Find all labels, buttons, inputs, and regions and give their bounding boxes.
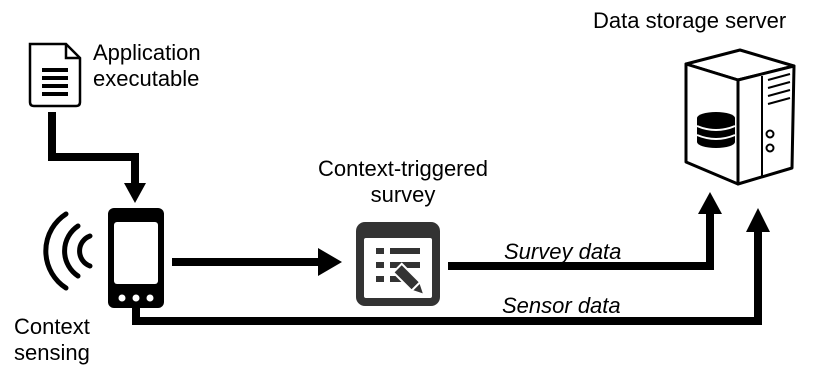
label-sensing-line2: sensing bbox=[14, 340, 90, 365]
label-application-executable: Application executable bbox=[93, 40, 201, 92]
label-survey-line1: Context-triggered bbox=[318, 156, 488, 181]
label-sensor-data: Sensor data bbox=[502, 293, 621, 318]
document-icon bbox=[28, 42, 82, 108]
label-survey-data: Survey data bbox=[504, 239, 622, 264]
arrow-survey-data bbox=[448, 192, 722, 270]
survey-form-icon bbox=[356, 222, 440, 306]
database-icon bbox=[696, 112, 736, 148]
label-context-sensing: Context sensing bbox=[14, 314, 90, 366]
label-survey-line2: survey bbox=[370, 182, 436, 207]
label-app-line2: executable bbox=[93, 66, 200, 91]
label-data-storage-server: Data storage server bbox=[593, 8, 787, 33]
arrow-app-to-phone bbox=[48, 112, 146, 203]
label-app-line1: Application bbox=[93, 40, 201, 65]
label-sensing-line1: Context bbox=[14, 314, 90, 339]
arrow-sensor-data bbox=[132, 208, 770, 325]
arrow-phone-to-survey bbox=[172, 248, 342, 276]
label-context-triggered-survey: Context-triggered survey bbox=[304, 156, 502, 208]
smartphone-icon bbox=[108, 208, 164, 308]
wireless-signal-icon bbox=[43, 211, 93, 291]
